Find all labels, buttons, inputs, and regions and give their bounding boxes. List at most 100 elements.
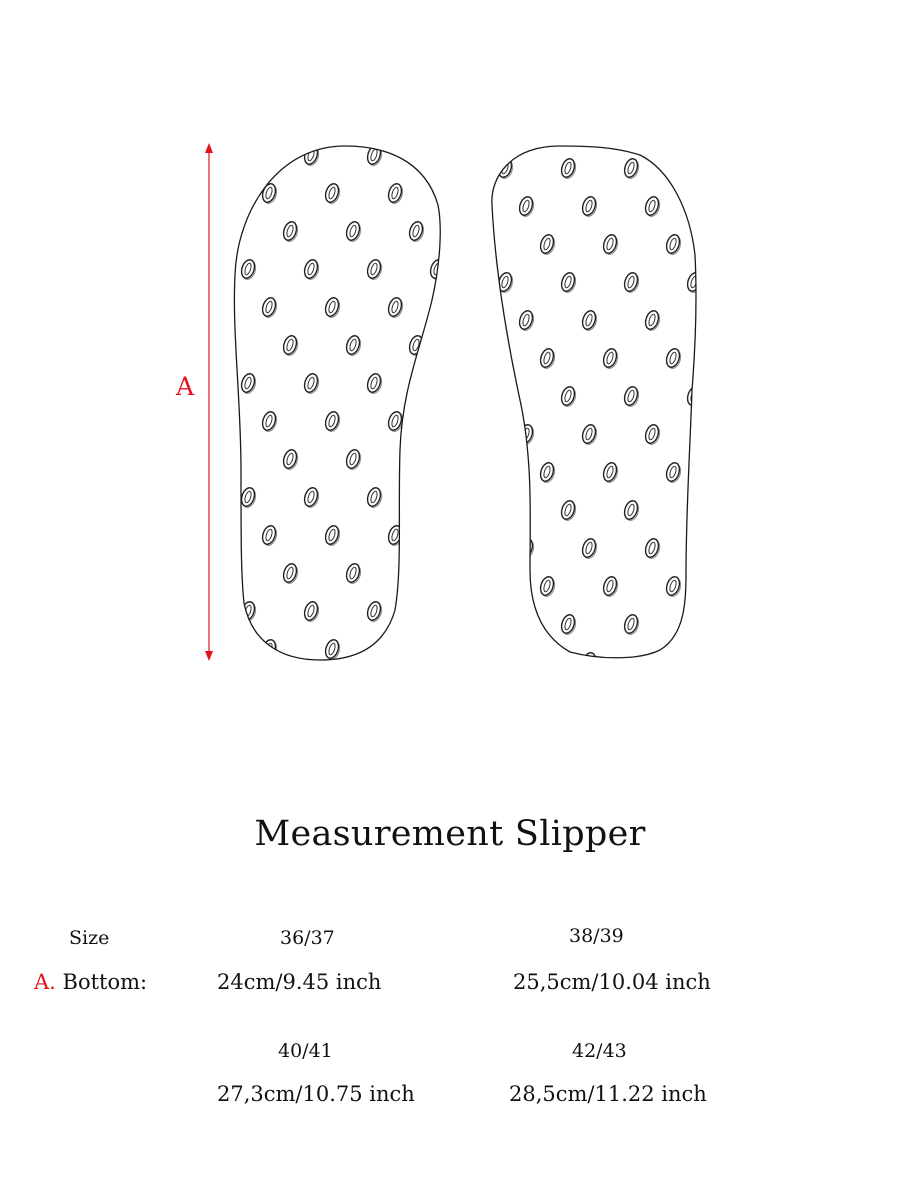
oval-dot-icon [600, 232, 621, 257]
oval-dot-icon [301, 485, 322, 510]
oval-dot-icon [621, 612, 642, 637]
oval-dot-icon [197, 182, 215, 205]
oval-dot-icon [684, 612, 696, 637]
oval-dot-icon [343, 447, 364, 472]
oval-dot-icon [454, 195, 472, 218]
oval-dot-icon [512, 638, 530, 661]
oval-dot-icon [407, 676, 425, 699]
oval-dot-icon [364, 485, 385, 510]
oval-dot-icon [322, 523, 343, 548]
oval-dot-icon [491, 346, 495, 371]
oval-dot-icon [470, 676, 488, 699]
oval-dot-icon [234, 219, 238, 244]
oval-dot-icon [537, 232, 558, 257]
oval-dot-icon [558, 498, 579, 523]
oval-dot-icon [238, 257, 259, 282]
oval-dot-icon [600, 574, 621, 599]
oval-dot-icon [537, 346, 558, 371]
oval-dot-icon [280, 219, 301, 244]
oval-dot-icon [495, 498, 516, 523]
oval-dot-icon [427, 371, 441, 396]
oval-dot-icon [495, 384, 516, 409]
oval-dot-icon [663, 232, 684, 257]
oval-dot-icon [301, 146, 322, 168]
oval-dot-icon [280, 333, 301, 358]
oval-dot-icon [558, 156, 579, 181]
oval-dot-icon [491, 486, 509, 509]
oval-dot-icon [406, 447, 427, 472]
oval-dot-icon [470, 448, 488, 471]
oval-dot-icon [621, 270, 642, 295]
right-sole-pattern [433, 156, 724, 674]
dimension-label: A [175, 372, 195, 401]
oval-dot-icon [343, 333, 364, 358]
oval-dot-icon [344, 676, 362, 699]
oval-dot-icon [491, 600, 509, 623]
oval-dot-icon [533, 676, 551, 699]
oval-dot-icon [491, 460, 495, 485]
measure-40-41: 27,3cm/10.75 inch [217, 1082, 415, 1106]
oval-dot-icon [281, 676, 299, 699]
oval-dot-icon [197, 410, 215, 433]
oval-dot-icon [706, 309, 724, 332]
oval-dot-icon [449, 296, 467, 319]
right-sole [433, 145, 724, 674]
oval-dot-icon [280, 561, 301, 586]
oval-dot-icon [427, 485, 441, 510]
oval-dot-icon [176, 486, 194, 509]
oval-dot-icon [579, 194, 600, 219]
oval-dot-icon [197, 296, 215, 319]
oval-dot-icon [364, 599, 385, 624]
oval-dot-icon [433, 499, 451, 522]
oval-dot-icon [449, 182, 467, 205]
oval-dot-icon [259, 295, 280, 320]
oval-dot-icon [659, 676, 677, 699]
oval-dot-icon [470, 562, 488, 585]
oval-dot-icon [512, 524, 530, 547]
oval-dot-icon [259, 409, 280, 434]
oval-dot-icon [621, 384, 642, 409]
oval-dot-icon [495, 612, 516, 637]
oval-dot-icon [701, 182, 719, 205]
oval-dot-icon [537, 460, 558, 485]
size-42-43: 42/43 [572, 1040, 627, 1062]
oval-dot-icon [621, 156, 642, 181]
oval-dot-icon [322, 637, 343, 660]
oval-dot-icon [385, 637, 406, 660]
oval-dot-icon [322, 295, 343, 320]
oval-dot-icon [364, 371, 385, 396]
oval-dot-icon [638, 638, 656, 661]
oval-dot-icon [558, 270, 579, 295]
oval-dot-icon [197, 638, 215, 661]
size-label: Size [69, 927, 110, 949]
oval-dot-icon [621, 498, 642, 523]
oval-dot-icon [238, 485, 259, 510]
oval-dot-icon [491, 372, 509, 395]
oval-dot-icon [537, 574, 558, 599]
oval-dot-icon [642, 194, 663, 219]
oval-dot-icon [579, 308, 600, 333]
oval-dot-icon [176, 258, 194, 281]
oval-dot-icon [706, 423, 724, 446]
oval-dot-icon [684, 156, 696, 181]
oval-dot-icon [642, 308, 663, 333]
oval-dot-icon [575, 638, 593, 661]
oval-dot-icon [218, 676, 236, 699]
oval-dot-icon [701, 524, 719, 547]
oval-dot-icon [706, 651, 724, 674]
oval-dot-icon [516, 536, 537, 561]
oval-dot-icon [433, 157, 451, 180]
oval-dot-icon [449, 524, 467, 547]
left-sole-outline [233, 145, 441, 661]
oval-dot-icon [579, 422, 600, 447]
size-38-39: 38/39 [569, 925, 624, 947]
oval-dot-icon [680, 486, 698, 509]
bottom-row-label: A. Bottom: [34, 970, 147, 994]
oval-dot-icon [491, 574, 495, 599]
oval-dot-icon [680, 144, 698, 167]
row-marker: A. [34, 970, 56, 994]
oval-dot-icon [558, 384, 579, 409]
oval-dot-icon [491, 232, 495, 257]
size-36-37: 36/37 [280, 927, 335, 949]
oval-dot-icon [406, 561, 427, 586]
